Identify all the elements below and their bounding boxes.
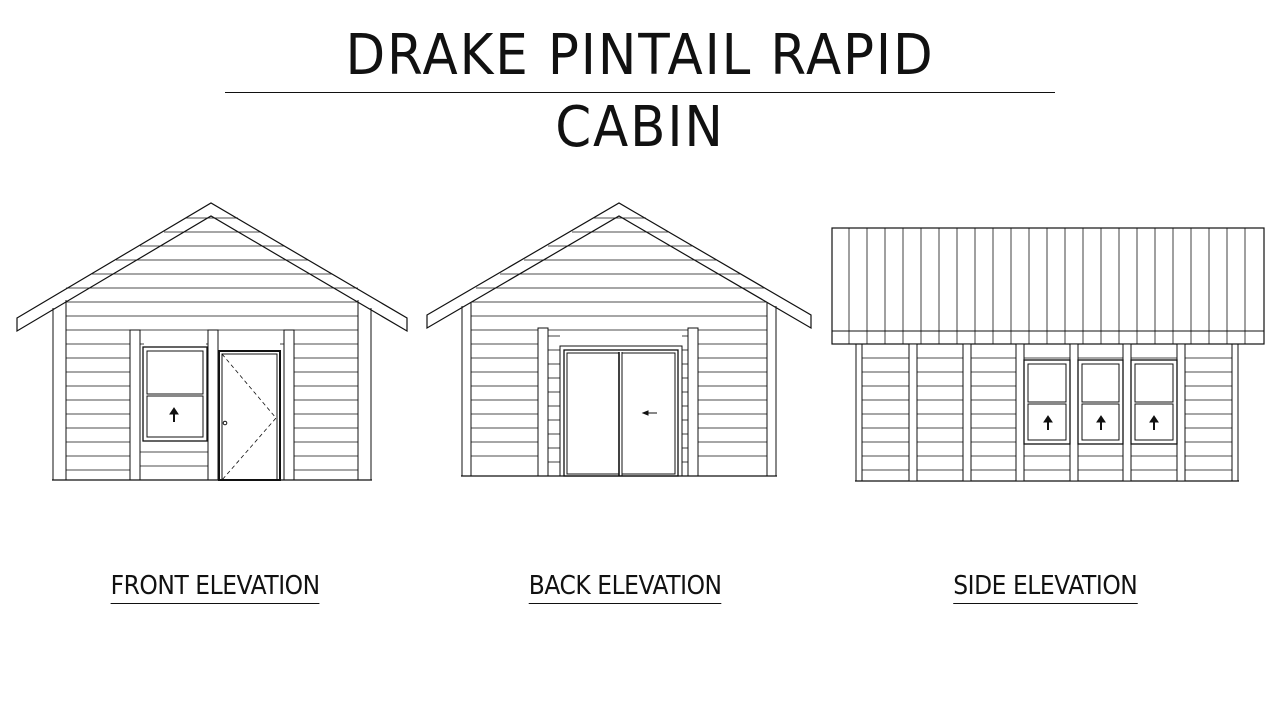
front-door — [218, 350, 281, 481]
back-elevation-label-text: BACK ELEVATION — [528, 570, 722, 604]
side-roof — [831, 227, 1265, 345]
side-window-2 — [1077, 359, 1124, 445]
front-siding — [66, 217, 358, 331]
front-elevation-label-text: FRONT ELEVATION — [110, 570, 320, 604]
side-elevation-label: SIDE ELEVATION — [890, 570, 1200, 604]
back-siding — [471, 217, 767, 463]
title-underline — [225, 92, 1055, 93]
back-roof — [426, 202, 812, 330]
back-elevation-label: BACK ELEVATION — [470, 570, 780, 604]
front-wall-siding — [66, 343, 358, 471]
side-window-3 — [1130, 359, 1178, 445]
side-elevation-label-text: SIDE ELEVATION — [952, 570, 1138, 604]
front-window — [142, 346, 208, 442]
drawing-title: DRAKE PINTAIL RAPID CABIN — [345, 23, 935, 160]
front-roof — [16, 202, 408, 333]
front-elevation-label: FRONT ELEVATION — [60, 570, 370, 604]
back-sliding-door — [559, 345, 683, 477]
side-window-1 — [1023, 359, 1071, 445]
